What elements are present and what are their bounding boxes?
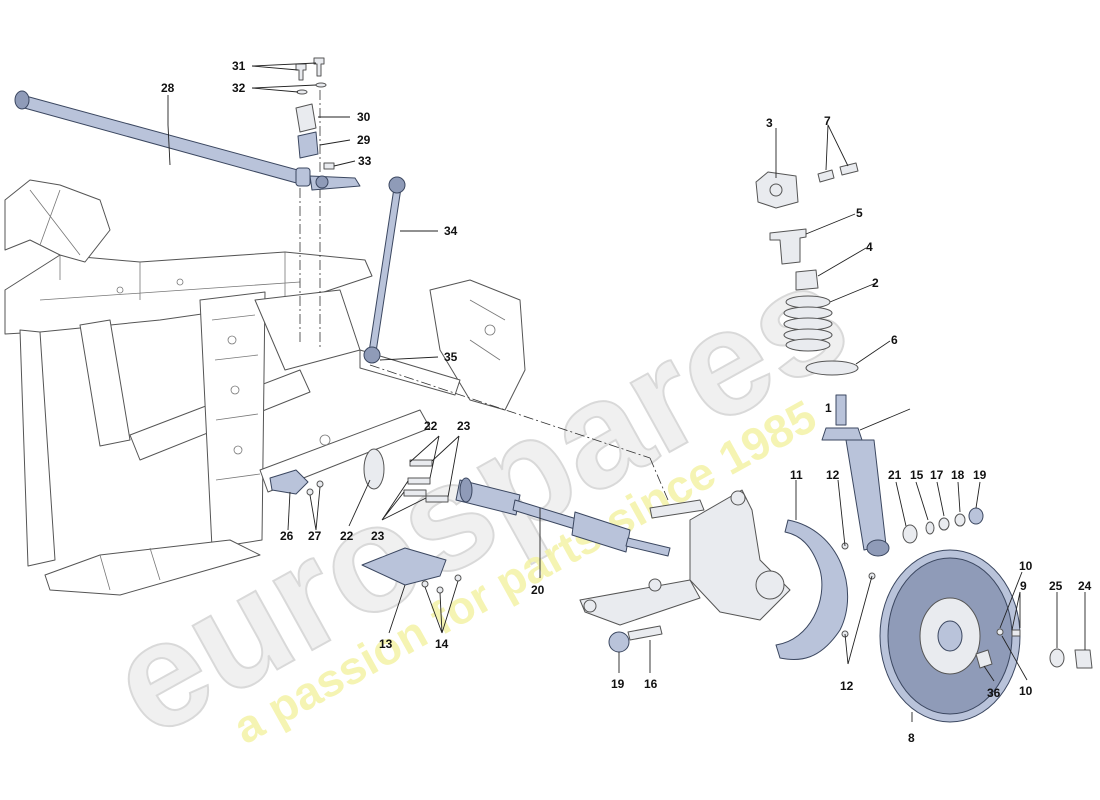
callout-24: 24 (1078, 579, 1092, 593)
callout-30: 30 (357, 110, 371, 124)
drive-shaft (455, 477, 671, 557)
callout-15: 15 (910, 468, 924, 482)
anti-roll-bar-bush (297, 131, 319, 159)
callout-7: 7 (824, 114, 831, 128)
callout-31: 31 (232, 59, 246, 73)
bracket-26 (269, 469, 309, 495)
callout-12-bottom: 12 (840, 679, 854, 693)
bump-stop (795, 269, 819, 291)
callout-16: 16 (644, 677, 658, 691)
callout-22-top: 22 (424, 419, 438, 433)
seal-25 (1049, 648, 1065, 668)
callout-4: 4 (866, 240, 873, 254)
callout-35: 35 (444, 350, 458, 364)
callout-28: 28 (161, 81, 175, 95)
leader-lines (167, 62, 1086, 722)
callout-23-top: 23 (457, 419, 471, 433)
callout-19-bottom: 19 (611, 677, 625, 691)
callout-29: 29 (357, 133, 371, 147)
screw-23-d (425, 495, 449, 503)
callout-14: 14 (435, 637, 449, 651)
guard-screw-c (454, 574, 462, 582)
callout-10-top: 10 (1019, 559, 1033, 573)
callout-33: 33 (358, 154, 372, 168)
callout-26: 26 (280, 529, 294, 543)
screw-right (313, 57, 325, 77)
screw-9 (1011, 629, 1021, 637)
callout-5: 5 (856, 206, 863, 220)
anti-roll-bar-clamp (295, 103, 317, 133)
nut-18 (954, 513, 966, 527)
shock-absorber (821, 394, 890, 557)
drop-link (363, 176, 406, 364)
callout-17: 17 (930, 468, 944, 482)
guard-screw-a (421, 580, 429, 588)
callout-3: 3 (766, 116, 773, 130)
parts-drawings (14, 57, 1093, 723)
callout-10-bottom: 10 (1019, 684, 1033, 698)
callout-36: 36 (987, 686, 1001, 700)
screw-23-c (403, 489, 427, 497)
washer-left (296, 89, 308, 95)
screw-23-a (409, 459, 433, 467)
callout-1: 1 (825, 401, 832, 415)
callout-23-bottom: 23 (371, 529, 385, 543)
callout-18: 18 (951, 468, 965, 482)
washer-right (315, 82, 327, 88)
callout-9: 9 (1020, 579, 1027, 593)
callout-21: 21 (888, 468, 902, 482)
callout-34: 34 (444, 224, 458, 238)
bracket-screw-b (316, 480, 324, 488)
callout-25: 25 (1049, 579, 1063, 593)
hub-nut-24 (1074, 649, 1093, 669)
callout-20: 20 (531, 583, 545, 597)
anti-roll-bar (14, 90, 361, 191)
callout-19-top: 19 (973, 468, 987, 482)
callout-32: 32 (232, 81, 246, 95)
washer-17 (938, 517, 950, 531)
washer-10 (996, 628, 1004, 636)
cap-19-bottom (608, 631, 630, 653)
gasket-22 (363, 448, 385, 490)
hub-carrier (579, 489, 791, 626)
brake-shield (775, 519, 849, 661)
guard-screw-b (436, 586, 444, 594)
wheel-stud (975, 649, 993, 669)
callout-12-top: 12 (826, 468, 840, 482)
spring-seat (805, 360, 859, 376)
callout-8: 8 (908, 731, 915, 745)
callout-11: 11 (790, 468, 803, 482)
washer-15 (925, 521, 935, 535)
callout-2: 2 (872, 276, 879, 290)
bracket-screw-a (306, 488, 314, 496)
callout-labels: 1 2 3 4 5 6 7 8 9 10 10 11 12 12 13 14 1… (161, 59, 1092, 745)
coil-spring (783, 295, 833, 352)
callout-13: 13 (379, 637, 393, 651)
callout-27: 27 (308, 529, 322, 543)
screw-left (295, 63, 307, 81)
screw-23-b (407, 477, 431, 485)
callout-22-bottom: 22 (340, 529, 354, 543)
link-screw (323, 162, 335, 170)
guard-13 (361, 547, 447, 586)
bolt-a (817, 169, 835, 183)
bolt-b (839, 162, 859, 176)
bush-21 (902, 524, 918, 544)
chassis-frame (4, 179, 526, 596)
brake-disc (879, 549, 1021, 723)
assembly-centerlines (299, 90, 669, 501)
bolt-16 (627, 625, 663, 641)
callout-6: 6 (891, 333, 898, 347)
bump-stop-housing (769, 228, 807, 265)
cap-19-top (968, 507, 984, 525)
